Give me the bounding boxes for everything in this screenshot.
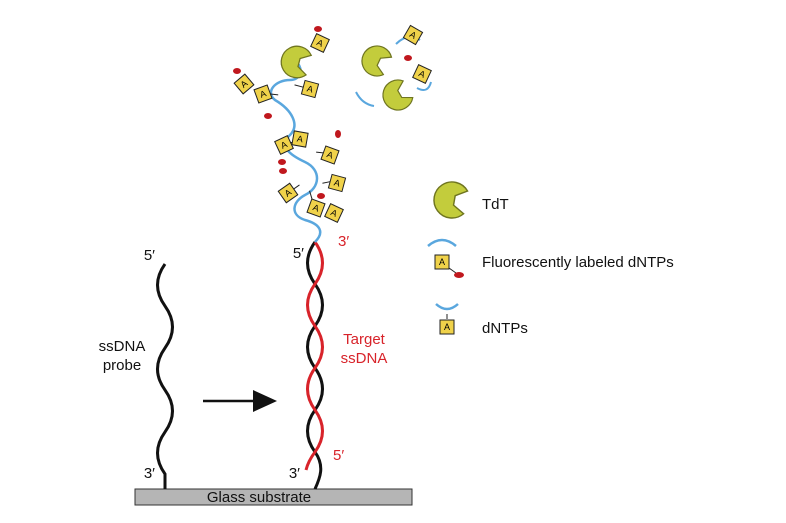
substrate-label: Glass substrate (207, 489, 311, 506)
target-line1: Target (343, 331, 386, 348)
nucleotide-letter: A (279, 139, 289, 151)
nucleotide-letter: A (238, 78, 249, 90)
nucleotide-letter: A (444, 322, 450, 332)
probe-name-line2: probe (103, 357, 141, 374)
hyb-5prime-label: 5′ (293, 245, 304, 262)
free-nucleotides: A A (355, 24, 432, 107)
probe-3prime-label: 3′ (144, 465, 155, 482)
legend-tdt-label: TdT (482, 196, 509, 213)
fluorescent-labels (233, 26, 412, 199)
glass-substrate (134, 488, 413, 506)
probe-name-line1: ssDNA (99, 338, 146, 355)
hyb-3prime-label: 3′ (289, 465, 300, 482)
nucleotide-letter: A (329, 207, 339, 219)
nucleotide-letter: A (417, 68, 427, 80)
legend-tdt-icon (430, 178, 470, 221)
legend-dntp-nucleotide-icon: A (439, 319, 455, 335)
legend-labeled-label: Fluorescently labeled dNTPs (482, 254, 674, 271)
legend-dntp-backbone (435, 303, 459, 311)
ssdna-probe-strand (156, 263, 174, 489)
legend-dntp-label: dNTPs (482, 320, 528, 337)
tail-nucleotides: A A A A A A A A A A A (233, 33, 347, 223)
nucleotide-letter: A (325, 149, 334, 160)
tdt-enzyme-icon (356, 40, 395, 81)
probe-5prime-label: 5′ (144, 247, 155, 264)
nucleotide-letter: A (408, 29, 418, 41)
nucleotide-letter: A (296, 134, 304, 145)
arrow-icon (203, 390, 277, 412)
tdt-enzyme-icon (376, 75, 417, 117)
target-3prime-label: 3′ (338, 233, 349, 250)
target-line2: ssDNA (341, 350, 388, 367)
nucleotide-letter: A (306, 83, 314, 94)
target-ssdna-strand (304, 241, 324, 471)
legend-labeled-nucleotide-icon: A (434, 254, 464, 278)
legend-labeled-backbone (427, 238, 457, 247)
nucleotide-letter: A (258, 88, 267, 99)
nucleotide-letter: A (315, 37, 325, 49)
nucleotide-letter: A (333, 177, 341, 188)
nucleotide-letter: A (283, 187, 294, 199)
target-5prime-label: 5′ (333, 447, 344, 464)
legend: TdT A Fluorescently labeled dNTPs A dNTP… (427, 178, 674, 337)
tdt-enzyme-icon (277, 42, 314, 81)
nucleotide-letter: A (439, 257, 445, 267)
nucleotide-letter: A (311, 202, 320, 213)
